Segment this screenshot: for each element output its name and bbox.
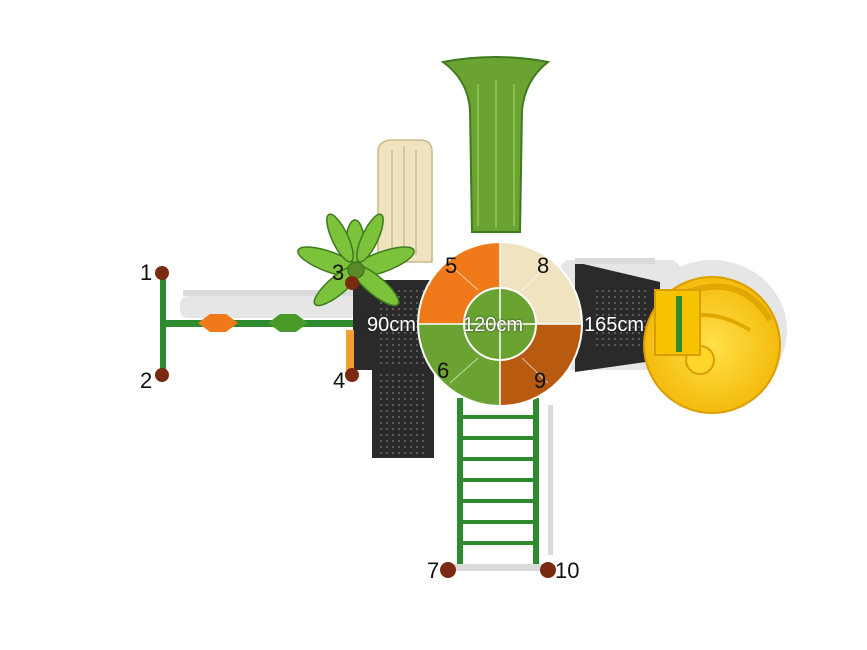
ladder	[445, 398, 553, 571]
point-label-7: 7	[427, 558, 440, 583]
point-label-8: 8	[537, 253, 550, 278]
balance-beam-frame	[160, 276, 355, 374]
point-label-5: 5	[445, 253, 458, 278]
height-label-120cm: 120cm	[463, 314, 524, 336]
point-label-2: 2	[140, 368, 153, 393]
spiral-slide	[643, 276, 781, 414]
beam-segment-orange	[198, 314, 238, 332]
tall-green-slide	[440, 56, 551, 233]
point-label-9: 9	[534, 368, 547, 393]
point-label-4: 4	[333, 368, 346, 393]
post-1	[155, 266, 169, 280]
post-4	[345, 368, 359, 382]
ladder-rungs	[460, 415, 536, 545]
height-label-165cm: 165cm	[584, 314, 645, 336]
point-label-3: 3	[332, 260, 345, 285]
point-label-10: 10	[555, 558, 580, 583]
beige-panel	[377, 139, 433, 263]
point-label-1: 1	[140, 260, 153, 285]
point-label-6: 6	[437, 358, 450, 383]
post-3	[345, 276, 359, 290]
beam-segment-green	[268, 314, 308, 332]
palm-tree	[297, 213, 415, 307]
post-10	[540, 562, 556, 578]
height-label-90cm: 90cm	[367, 314, 416, 336]
posts	[155, 266, 556, 578]
post-2	[155, 368, 169, 382]
right-deck	[575, 258, 660, 372]
post-7	[440, 562, 456, 578]
central-platform	[417, 241, 583, 407]
